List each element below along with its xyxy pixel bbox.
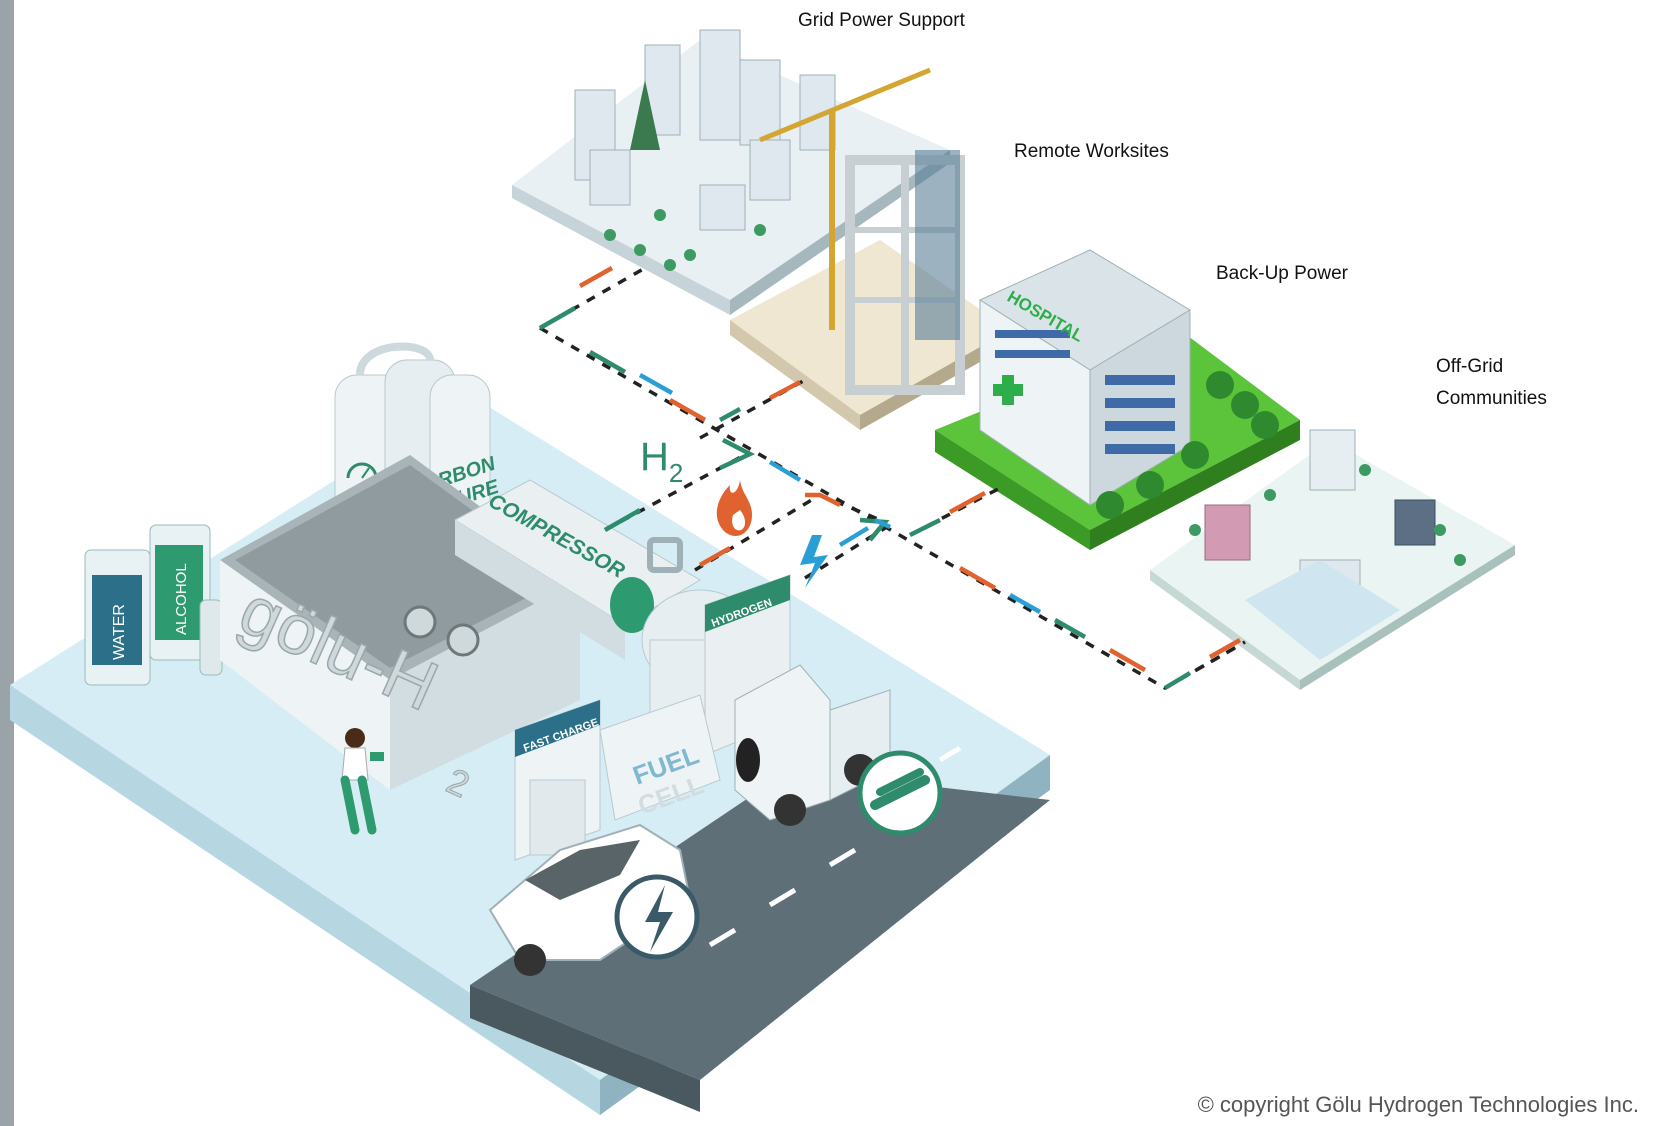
gauge-icon xyxy=(346,462,378,479)
h2-flow-label: H2 xyxy=(640,435,683,488)
blue-power-segments xyxy=(638,373,1042,614)
green-h2-segments xyxy=(538,306,1192,690)
lightning-bolt-icon xyxy=(614,874,700,960)
copyright-notice: © copyright Gölu Hydrogen Technologies I… xyxy=(1197,1092,1639,1117)
construction-tile xyxy=(730,150,1010,430)
flame-icon xyxy=(716,480,752,536)
remote-worksites-label: Remote Worksites xyxy=(1014,141,1169,162)
cooling-fan-icon xyxy=(403,605,480,657)
hospital-tile: HOSPITAL xyxy=(935,249,1300,550)
back-up-power-label: Back-Up Power xyxy=(1216,263,1349,284)
orange-heat-segments xyxy=(578,266,1242,672)
alcohol-label: ALCOHOL xyxy=(173,563,190,635)
tower-crane-icon xyxy=(759,67,931,330)
medical-cross-icon xyxy=(993,375,1023,405)
left-edge-strip xyxy=(0,0,14,1126)
grid-power-support-label: Grid Power Support xyxy=(798,10,966,31)
water-tank: WATER xyxy=(84,549,151,686)
worker-person xyxy=(340,728,384,835)
hydrogen-cylinders-icon xyxy=(857,750,943,836)
electric-lightning-icon xyxy=(800,535,828,588)
road xyxy=(470,770,1050,1080)
water-label: WATER xyxy=(111,604,128,660)
alcohol-tank: ALCOHOL xyxy=(149,524,211,661)
fast-charge-station: FAST CHARGE xyxy=(514,699,601,861)
off-grid-label-line2: Communities xyxy=(1436,388,1547,409)
off-grid-community-tile xyxy=(1150,429,1515,690)
off-grid-label-line1: Off-Grid xyxy=(1436,356,1503,377)
distribution-lines xyxy=(538,266,1246,691)
